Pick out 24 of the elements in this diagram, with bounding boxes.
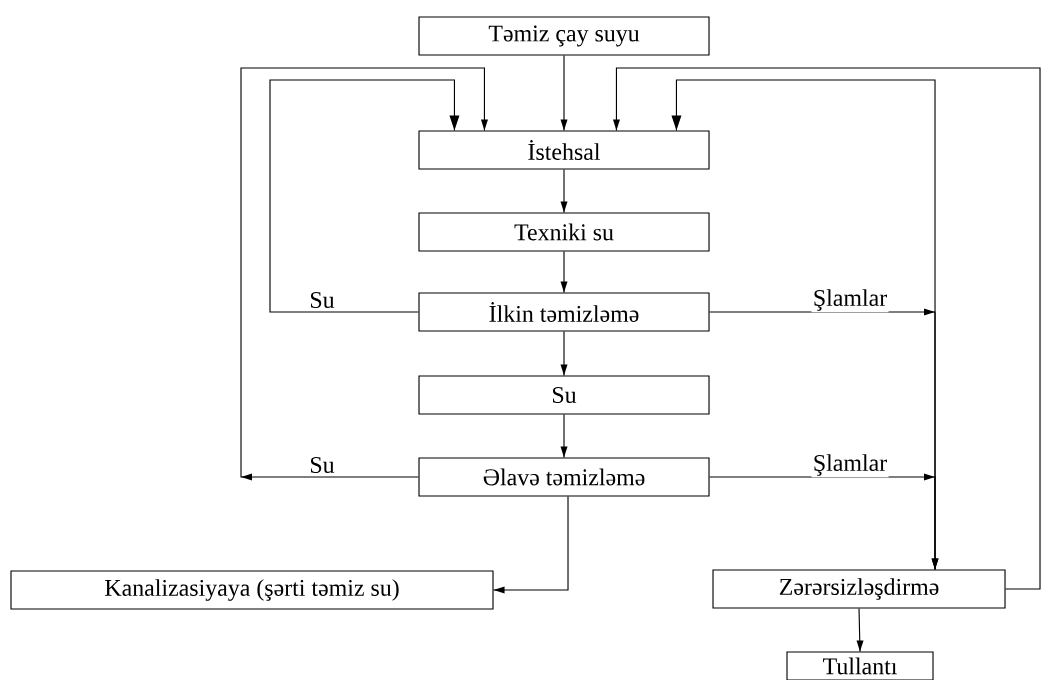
process-box: Təmiz çay suyu [418, 16, 710, 56]
process-box: Əlavə təmizləmə [418, 457, 710, 497]
process-box: Tullantı [786, 651, 934, 680]
process-box: Zərərsizləşdirmə [712, 569, 1006, 609]
process-box: İstehsal [418, 130, 710, 170]
arrow [560, 331, 568, 376]
arrow [493, 496, 569, 594]
arrow [560, 169, 568, 213]
arrow [671, 79, 936, 570]
arrow [856, 608, 864, 652]
process-box: Kanalizasiyaya (şərti təmiz su) [10, 570, 494, 610]
edge-label: Şlamlar [811, 452, 889, 478]
edge-label: Şlamlar [811, 287, 889, 313]
edge-label: Su [308, 455, 337, 475]
arrow [240, 67, 488, 481]
arrow [612, 67, 1041, 590]
arrow [560, 55, 568, 131]
arrow [560, 414, 568, 458]
process-box: Texniki su [418, 212, 710, 252]
arrow [560, 251, 568, 293]
arrow [269, 79, 460, 313]
edge-label: Su [308, 290, 337, 310]
process-box: Su [418, 375, 710, 415]
process-box: İlkin təmizləmə [418, 292, 710, 332]
